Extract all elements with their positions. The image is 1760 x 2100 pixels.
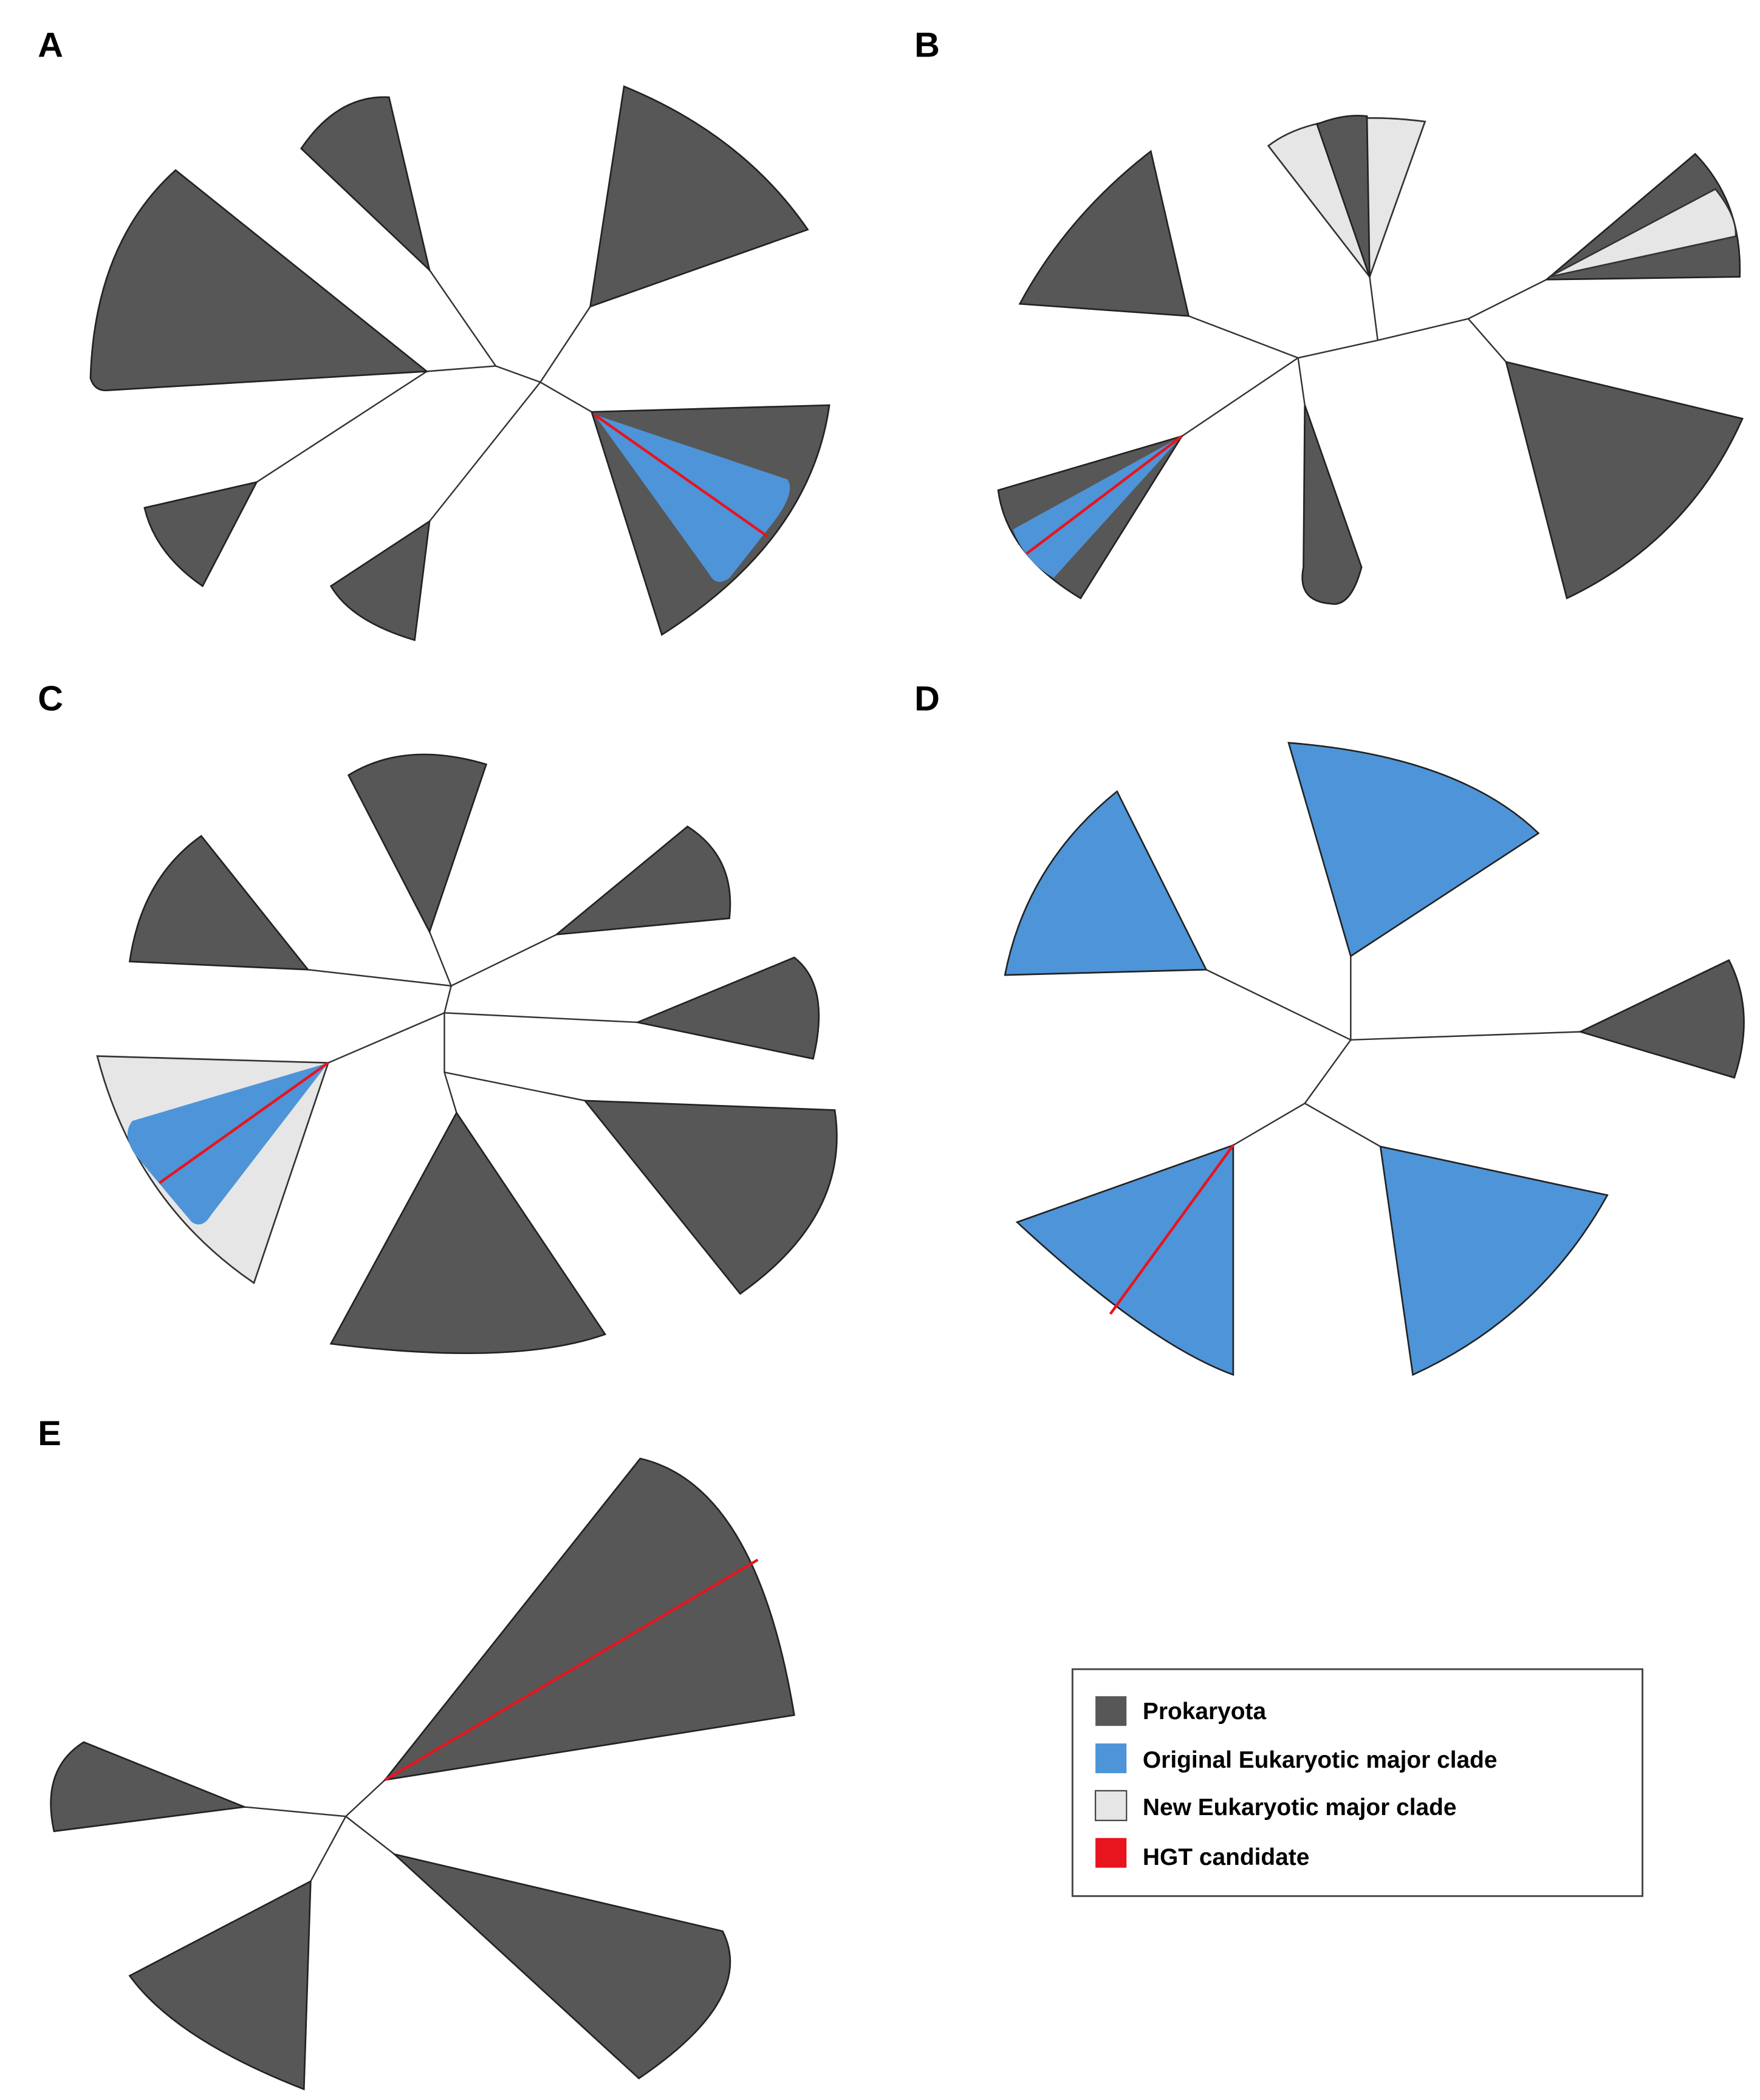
branch — [443, 1013, 457, 1113]
prokaryota-clade — [50, 1741, 248, 1833]
panel-label-a: A — [38, 26, 63, 64]
legend-label-hgt: HGT candidate — [1143, 1844, 1309, 1870]
legend-box — [1071, 1668, 1644, 1897]
panel-label-e: E — [38, 1414, 61, 1453]
prokaryota-clade — [128, 835, 310, 971]
prokaryota-clade — [589, 85, 809, 308]
branch — [1369, 276, 1379, 341]
panel-a: A — [38, 26, 830, 641]
branch — [539, 306, 591, 383]
legend-label-new-eukaryotic: New Eukaryotic major clade — [1143, 1794, 1457, 1821]
legend-label-original-eukaryotic: Original Eukaryotic major clade — [1143, 1747, 1498, 1773]
prokaryota-clade — [1301, 405, 1363, 605]
prokaryota-clade — [1018, 149, 1190, 317]
branch — [1304, 1103, 1381, 1147]
original-eukaryotic-clade — [594, 414, 790, 582]
prokaryota-clade — [1544, 152, 1741, 281]
prokaryota-clade — [391, 1852, 731, 2080]
branch — [1297, 357, 1306, 406]
branch — [426, 365, 592, 413]
branch — [1181, 279, 1547, 437]
branch — [345, 1816, 395, 1855]
legend-swatch-new-eukaryotic — [1095, 1790, 1128, 1821]
branch — [1467, 318, 1507, 363]
hgt-candidate-line — [1109, 1144, 1234, 1315]
branch — [307, 931, 453, 987]
prokaryota-clade — [583, 1100, 838, 1295]
hgt-candidate-line — [1026, 435, 1183, 555]
original-eukaryotic-clade — [1379, 1145, 1609, 1377]
legend-swatch-original-eukaryotic — [1095, 1743, 1127, 1773]
hgt-candidate-line — [384, 1558, 759, 1782]
original-eukaryotic-clade — [1015, 1144, 1234, 1377]
original-eukaryotic-clade — [1013, 436, 1182, 578]
branch — [451, 934, 557, 987]
branch — [429, 269, 496, 367]
branch — [1233, 1039, 1352, 1146]
prokaryota-clade — [329, 519, 431, 641]
legend: Prokaryota Original Eukaryotic major cla… — [1071, 1668, 1644, 1897]
original-eukaryotic-clade — [1287, 742, 1540, 958]
branch — [443, 985, 638, 1024]
hgt-candidate-line — [159, 1061, 329, 1185]
legend-swatch-hgt — [1095, 1838, 1127, 1868]
branch — [1188, 315, 1299, 359]
panel-b: B — [914, 26, 1744, 605]
branch — [310, 1816, 347, 1882]
prokaryota-clade — [634, 956, 820, 1060]
panel-label-d: D — [914, 679, 940, 718]
new-eukaryotic-clade — [1549, 188, 1737, 278]
panel-e: E — [38, 1414, 795, 2091]
branch — [256, 371, 428, 483]
legend-label-prokaryota: Prokaryota — [1143, 1698, 1267, 1725]
prokaryota-clade — [383, 1457, 795, 1781]
original-eukaryotic-clade — [127, 1062, 329, 1225]
panel-label-c: C — [38, 679, 63, 718]
branch — [327, 1012, 445, 1064]
legend-swatch-prokaryota — [1095, 1696, 1127, 1726]
original-eukaryotic-clade — [1004, 790, 1208, 976]
prokaryota-clade — [1505, 360, 1744, 600]
panel-c: C — [38, 679, 838, 1355]
prokaryota-clade — [1316, 114, 1371, 278]
prokaryota-clade — [1578, 959, 1745, 1079]
prokaryota-clade — [89, 169, 430, 391]
prokaryota-clade — [128, 1879, 312, 2091]
panel-d: D — [914, 679, 1745, 1377]
panel-label-b: B — [914, 26, 940, 64]
prokaryota-clade — [329, 1111, 607, 1355]
branch — [444, 1071, 585, 1102]
branch — [1351, 1031, 1581, 1041]
prokaryota-clade — [347, 753, 488, 934]
prokaryota-clade — [300, 96, 431, 273]
hgt-candidate-line — [593, 413, 769, 538]
branch — [429, 381, 541, 522]
branch — [244, 1779, 386, 1818]
prokaryota-clade — [553, 825, 731, 936]
prokaryota-clade — [143, 481, 258, 587]
branch — [1205, 956, 1352, 1041]
